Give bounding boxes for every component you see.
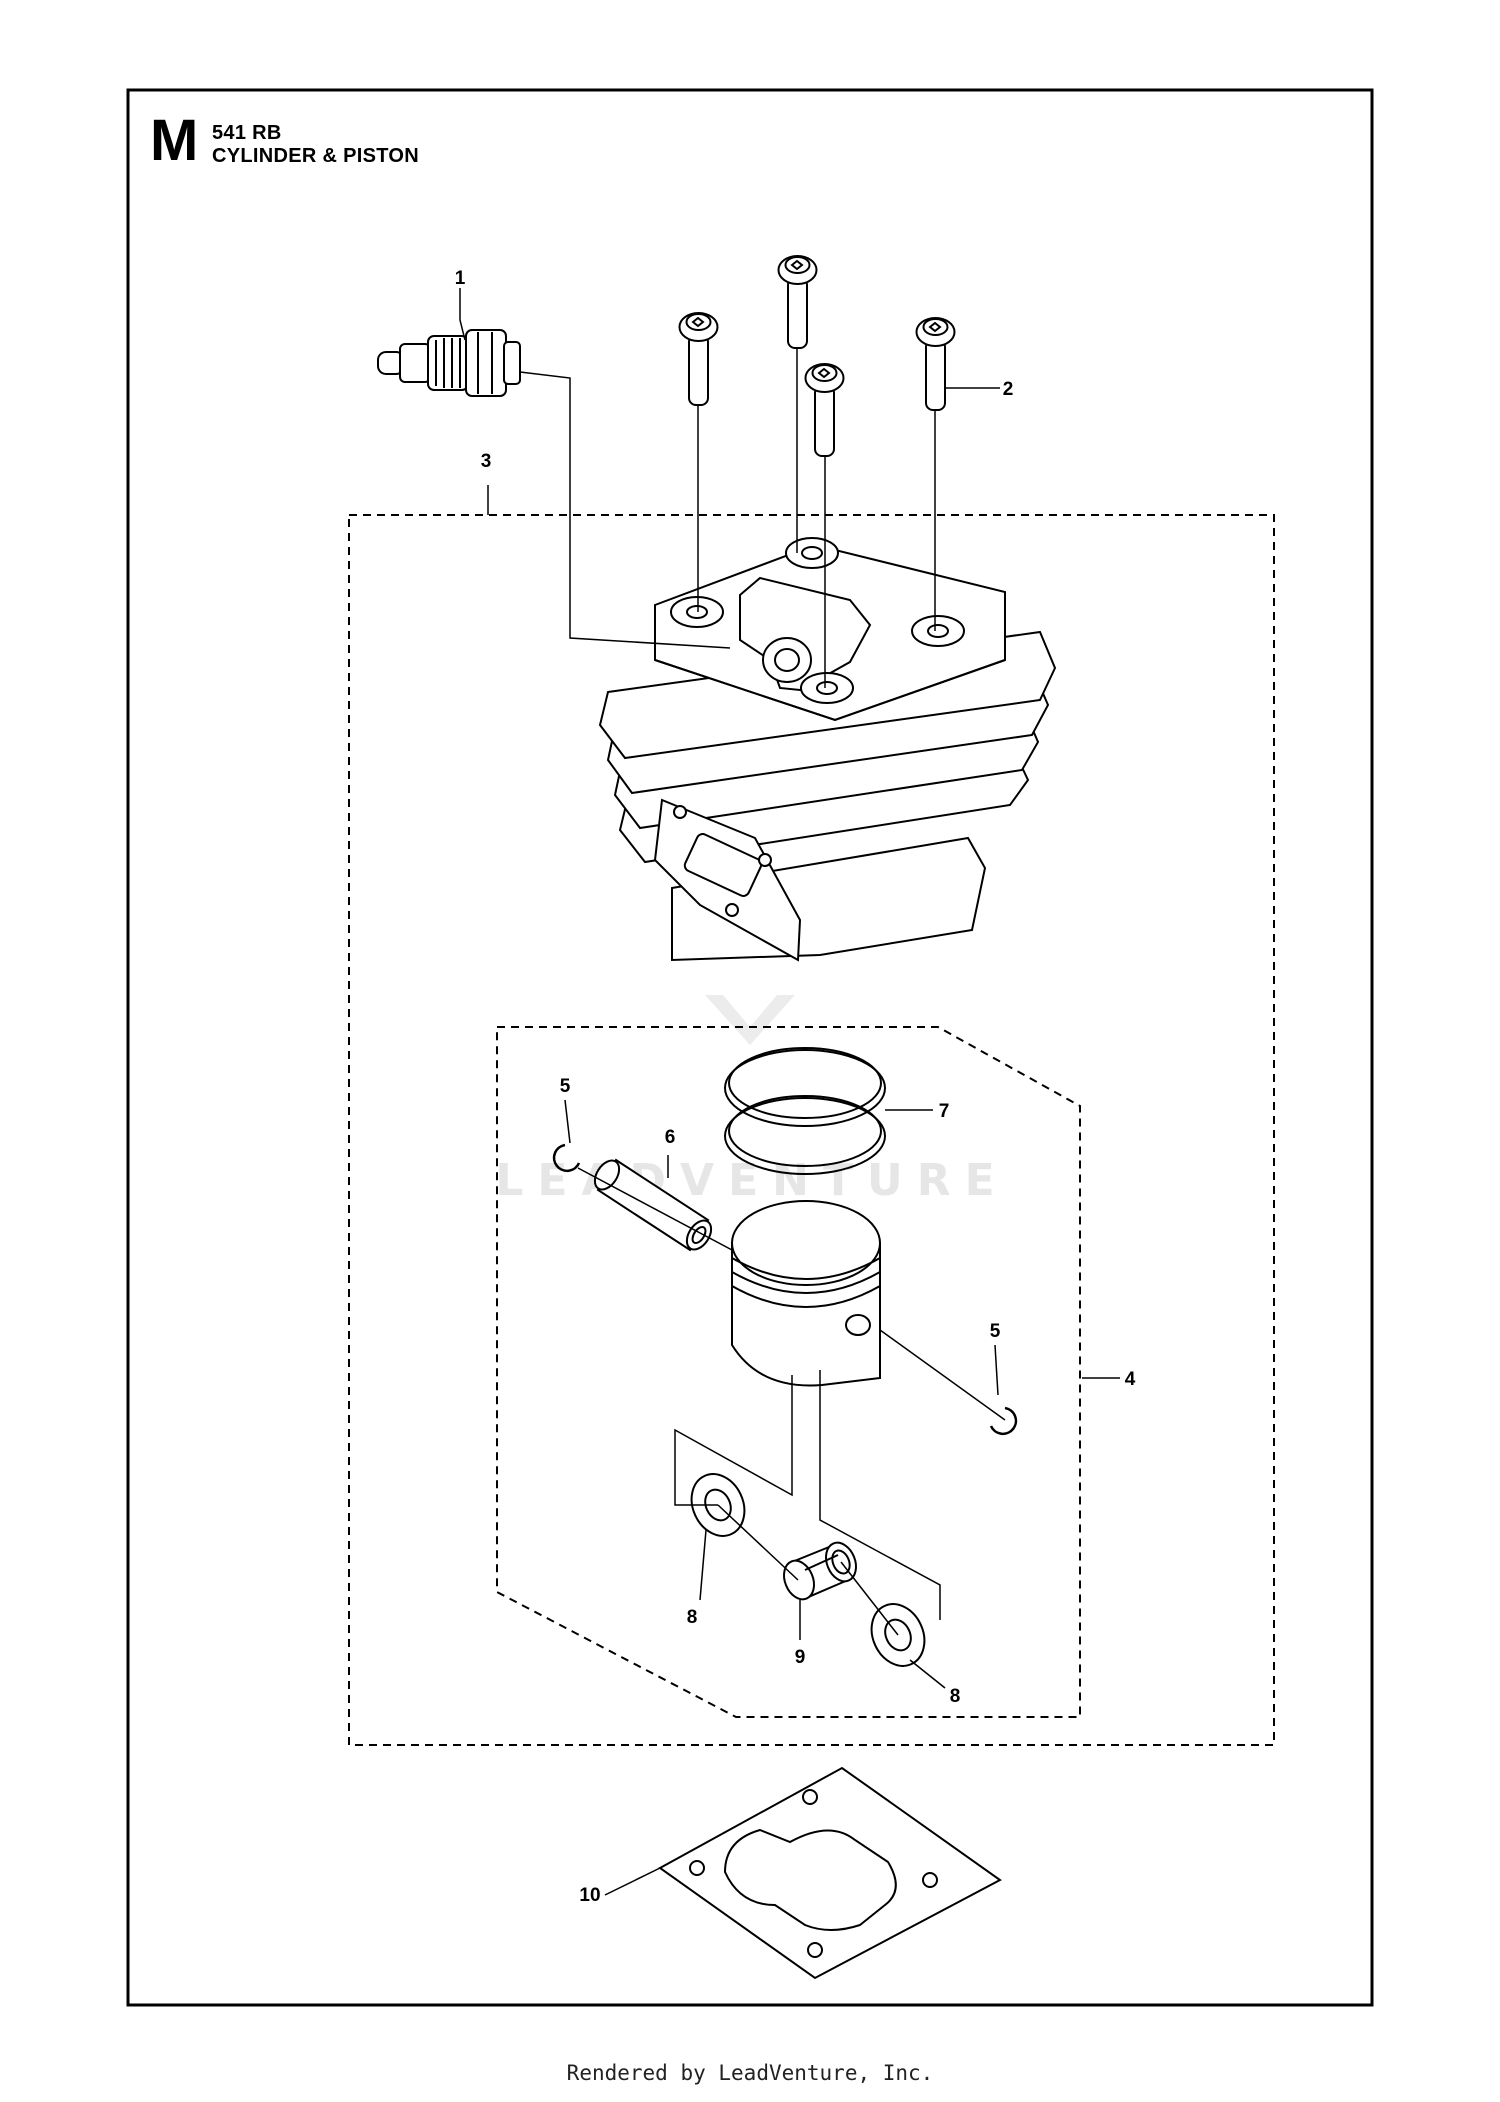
cylinder <box>598 537 1057 962</box>
cylinder-screw <box>678 255 956 457</box>
callout-9: 9 <box>795 1647 806 1668</box>
callout-3: 3 <box>481 451 492 472</box>
cylinder-screw-1 <box>678 312 719 406</box>
piston-rings <box>724 1047 886 1175</box>
model-number: 541 RB <box>212 122 282 144</box>
needle-bearing <box>783 1541 857 1601</box>
callout-8-left: 8 <box>687 1607 698 1628</box>
leader-lines <box>459 288 1120 1896</box>
piston <box>731 1200 881 1387</box>
callout-2: 2 <box>1003 379 1014 400</box>
callout-1: 1 <box>455 268 466 289</box>
callouts: 1 2 3 4 5 5 6 7 8 8 9 10 <box>455 268 1136 1906</box>
callout-4: 4 <box>1125 1369 1136 1390</box>
cylinder-screw-2 <box>777 255 818 349</box>
callout-6: 6 <box>665 1127 676 1148</box>
callout-7: 7 <box>939 1101 950 1122</box>
cylinder-gasket <box>658 1766 1002 1980</box>
callout-10: 10 <box>579 1885 600 1906</box>
circlip-right <box>989 1406 1018 1436</box>
cylinder-screw-4 <box>915 317 956 411</box>
page-title: CYLINDER & PISTON <box>212 145 419 167</box>
callout-5-right: 5 <box>990 1321 1001 1342</box>
callout-8-right: 8 <box>950 1686 961 1707</box>
section-letter: M <box>150 108 199 173</box>
watermark-text: LEADVENTURE <box>495 1155 1008 1206</box>
callout-5-left: 5 <box>560 1076 571 1097</box>
piston-pin <box>593 1158 713 1252</box>
diagram-frame <box>126 88 1374 2007</box>
spark-plug <box>377 329 521 397</box>
cylinder-screw-3 <box>804 363 845 457</box>
footer-credit: Rendered by LeadVenture, Inc. <box>566 2061 934 2085</box>
piston-kit-box <box>496 1026 1081 1718</box>
cylinder-assembly-box <box>348 514 1275 1746</box>
circlip-left <box>552 1143 581 1173</box>
